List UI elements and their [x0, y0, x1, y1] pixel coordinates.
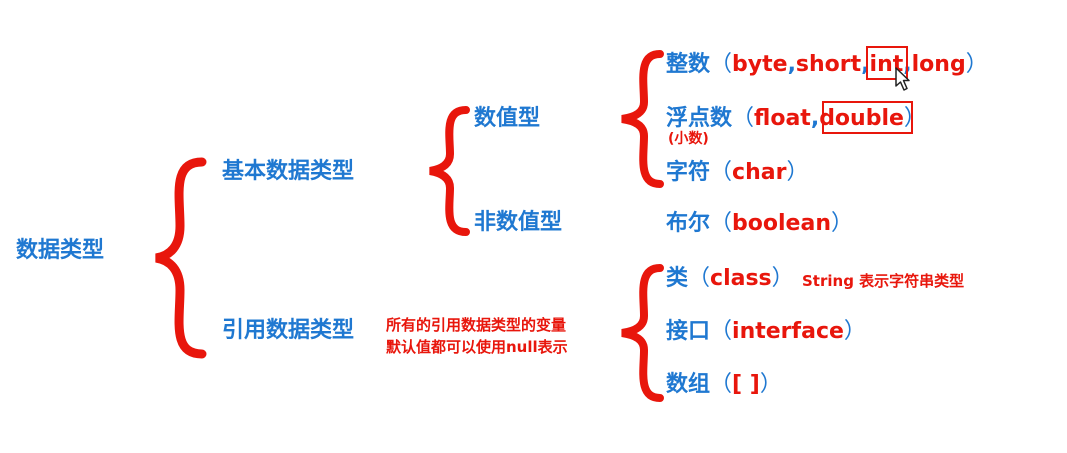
- class-close-paren: ）: [771, 266, 794, 291]
- mouse-pointer-icon: [895, 67, 910, 91]
- boolean-row: 布尔（boolean）: [666, 213, 853, 235]
- type-char: char: [732, 160, 787, 185]
- non-numeric-label: 非数值型: [474, 210, 563, 235]
- reference-note-line2: 默认值都可以使用null表示: [386, 338, 568, 356]
- interface-label: 接口: [666, 319, 711, 344]
- interface-close-paren: ）: [843, 319, 866, 344]
- comma: ,: [810, 106, 820, 131]
- char-open-paren: （: [710, 160, 733, 185]
- string-note: String 表示字符串类型: [802, 272, 965, 290]
- class-row: 类（class）: [666, 268, 794, 290]
- type-interface: interface: [732, 319, 844, 344]
- boolean-label: 布尔: [666, 211, 711, 236]
- reference-note-line1: 所有的引用数据类型的变量: [386, 316, 567, 334]
- primitive-brace: [429, 106, 470, 236]
- numeric-label: 数值型: [474, 106, 541, 131]
- type-short: short: [795, 52, 862, 77]
- boolean-open-paren: （: [710, 211, 733, 236]
- comma: ,: [787, 52, 796, 77]
- root-brace: [155, 157, 207, 359]
- integer-label: 整数: [666, 52, 711, 77]
- integer-row: 整数（byte,short,int,long）: [666, 54, 988, 76]
- char-label: 字符: [666, 160, 711, 185]
- type-double: double: [819, 106, 904, 131]
- float-close-paren: ）: [903, 106, 926, 131]
- reference-label: 引用数据类型: [222, 318, 355, 343]
- integer-close-paren: ）: [965, 52, 988, 77]
- interface-row: 接口（interface）: [666, 321, 866, 343]
- interface-open-paren: （: [710, 319, 733, 344]
- type-float: float: [754, 106, 811, 131]
- type-class: class: [710, 266, 772, 291]
- char-row: 字符（char）: [666, 162, 808, 184]
- reference-brace: [621, 264, 664, 402]
- double-highlight-box: [822, 101, 913, 134]
- char-close-paren: ）: [786, 160, 809, 185]
- float-note: (小数): [668, 131, 709, 147]
- type-byte: byte: [732, 52, 788, 77]
- array-close-paren: ）: [759, 372, 782, 397]
- integer-open-paren: （: [710, 52, 733, 77]
- boolean-close-paren: ）: [830, 211, 853, 236]
- float-open-paren: （: [732, 106, 755, 131]
- class-open-paren: （: [688, 266, 711, 291]
- numeric-brace: [621, 50, 664, 188]
- float-label: 浮点数: [666, 106, 733, 131]
- primitive-label: 基本数据类型: [222, 159, 355, 184]
- type-array: [ ]: [732, 372, 760, 397]
- float-row: 浮点数（float,double）: [666, 108, 926, 130]
- type-boolean: boolean: [732, 211, 831, 236]
- class-label: 类: [666, 266, 689, 291]
- type-int: int: [869, 52, 904, 77]
- comma: ,: [861, 52, 870, 77]
- array-label: 数组: [666, 372, 711, 397]
- root-label: 数据类型: [16, 238, 105, 263]
- type-long: long: [911, 52, 966, 77]
- array-open-paren: （: [710, 372, 733, 397]
- array-row: 数组（[ ]）: [666, 374, 782, 396]
- int-highlight-box: [866, 46, 908, 80]
